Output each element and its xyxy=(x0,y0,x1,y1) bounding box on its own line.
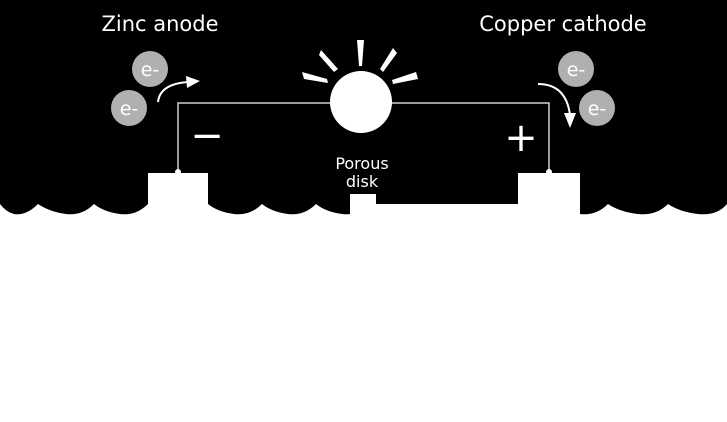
electron-icon: e- xyxy=(558,51,594,87)
electron-label: e- xyxy=(141,59,160,81)
curved-arrow-icon xyxy=(537,83,576,128)
electron-label: e- xyxy=(120,98,139,120)
electron-icon: e- xyxy=(132,51,168,87)
wire-terminal-left xyxy=(175,169,181,175)
porous-disk-label-line1: Porous xyxy=(335,154,388,173)
porous-disk-label-line2: disk xyxy=(346,172,379,191)
anode-label: Zinc anode xyxy=(101,12,218,36)
light-bulb-icon xyxy=(302,40,418,133)
porous-disk xyxy=(350,194,376,215)
electron-icon: e- xyxy=(579,90,615,126)
electron-label: e- xyxy=(588,98,607,120)
electron-icon: e- xyxy=(111,90,147,126)
electrode-base-left xyxy=(148,204,208,216)
positive-sign: + xyxy=(504,115,538,161)
cathode-label: Copper cathode xyxy=(479,12,646,36)
wire-terminal-right xyxy=(546,169,552,175)
electron-label: e- xyxy=(567,59,586,81)
electrode-base-right xyxy=(518,204,580,216)
curved-arrow-icon xyxy=(157,76,200,103)
negative-sign: − xyxy=(190,113,224,159)
